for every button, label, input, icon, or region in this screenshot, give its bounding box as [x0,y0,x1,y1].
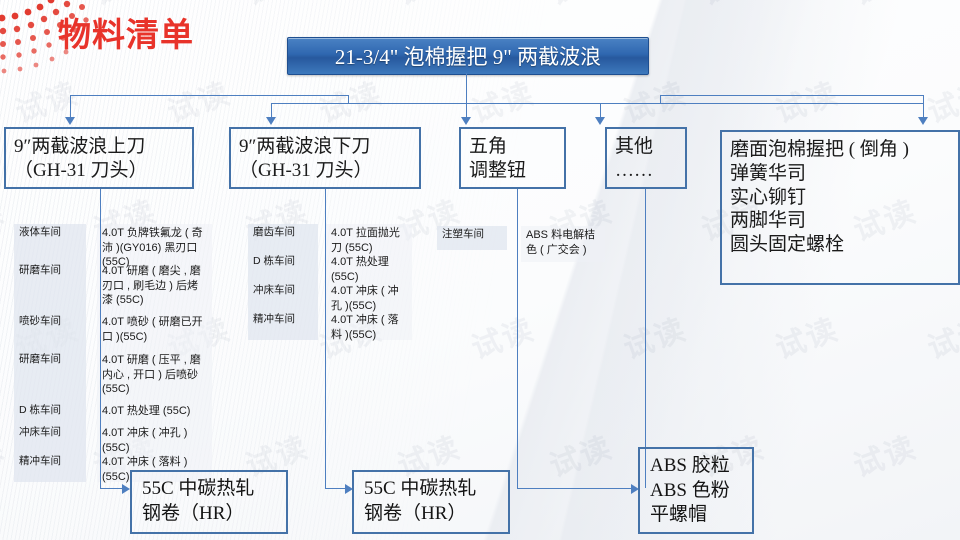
arrow-to-steel-coil-right [345,484,353,494]
connector-drop-1 [70,95,71,119]
table-row: 精冲车间 [248,311,318,340]
connector-upper-blade-elbow [100,488,124,489]
connector-drop-3 [466,103,467,119]
box-others-line-2: …… [615,159,653,181]
box-handle-parts-line-5: 圆头固定螺栓 [730,234,845,255]
arrow-to-pentagon-knob [461,117,471,125]
table-row: 研磨车间 [14,262,86,313]
connector-root-stem [466,73,467,103]
table-row: 冲床车间 [14,424,86,453]
box-pentagon-knob-line-2: 调整钮 [469,159,527,181]
box-others-line-1: 其他 [615,136,654,157]
table-lower-blade-operations: 4.0T 拉面抛光刀 (55C) 4.0T 热处理 (55C) 4.0T 冲床 … [326,224,412,341]
box-lower-blade-line-2: （GH-31 刀头） [239,159,373,181]
table-row: 4.0T 热处理 (55C) [326,253,412,283]
table-row: 注塑车间 [437,226,507,250]
root-product-box[interactable]: 21-3/4" 泡棉握把 9" 两截波浪 [287,37,649,75]
box-lower-blade[interactable]: 9″两截波浪下刀 （GH-31 刀头） [229,127,421,189]
root-product-label: 21-3/4" 泡棉握把 9" 两截波浪 [334,45,602,69]
table-row: 精冲车间 [14,453,86,482]
box-steel-coil-left-line-1: 55C 中碳热轧 [142,478,255,499]
connector-drop-5 [923,95,924,119]
table-knob-workshops: 注塑车间 [437,226,507,250]
page-title: 物料清单 [58,18,194,54]
box-abs-materials-line-3: 平螺帽 [650,504,708,526]
connector-bus-left [70,95,348,96]
table-row: 4.0T 喷砂 ( 研磨已开口 )(55C) [97,313,212,351]
arrow-to-others [595,117,605,125]
connector-bus-main [271,103,923,104]
table-row: ABS 料电解桔色 ( 广交会 ) [521,226,605,262]
connector-lower-blade-elbow [325,488,347,489]
table-row: 4.0T 冲床 ( 落料 )(55C) [326,311,412,341]
arrow-to-abs-materials [631,484,639,494]
table-row: 4.0T 拉面抛光刀 (55C) [326,224,412,254]
table-row: 4.0T 研磨 ( 磨尖 , 磨刃口 , 刷毛边 ) 后烤漆 (55C) [97,262,212,313]
connector-drop-4 [600,103,601,119]
table-row: 冲床车间 [248,282,318,311]
connector-lower-blade-stem [325,189,326,488]
connector-knob-stem [517,189,518,488]
box-upper-blade-line-2: （GH-31 刀头） [14,159,148,181]
table-row: 研磨车间 [14,351,86,402]
box-abs-materials-line-1: ABS 胶粒 [650,455,730,476]
table-row: 液体车间 [14,224,86,262]
box-handle-parts[interactable]: 磨面泡棉握把 ( 倒角 ) 弹簧华司 实心铆钉 两脚华司 圆头固定螺栓 [720,130,960,285]
dotted-arc-decoration [0,0,89,74]
box-upper-blade[interactable]: 9″两截波浪上刀 （GH-31 刀头） [4,127,194,189]
box-steel-coil-left[interactable]: 55C 中碳热轧 钢卷（HR） [130,470,288,534]
box-steel-coil-left-line-2: 钢卷（HR） [142,502,245,524]
box-abs-materials[interactable]: ABS 胶粒 ABS 色粉 平螺帽 [638,447,754,534]
table-lower-blade-workshops: 磨齿车间 D 栋车间 冲床车间 精冲车间 [248,224,318,340]
table-row: D 栋车间 [248,253,318,282]
table-row: 喷砂车间 [14,313,86,351]
connector-upper-blade-stem [100,189,101,488]
table-row: 磨齿车间 [248,224,318,253]
table-row: 4.0T 冲床 ( 冲孔 )(55C) [97,424,212,454]
arrow-to-steel-coil-left [122,484,130,494]
box-pentagon-knob[interactable]: 五角 调整钮 [459,127,566,189]
connector-bus-left-step [348,95,349,103]
connector-others-stem [645,189,646,488]
connector-knob-elbow [517,488,633,489]
table-row: 4.0T 热处理 (55C) [97,402,212,424]
box-abs-materials-line-2: ABS 色粉 [650,479,730,501]
connector-bus-right [660,95,923,96]
box-handle-parts-line-4: 两脚华司 [730,210,807,232]
table-upper-blade-operations: 4.0T 负牌铁氟龙 ( 奇沛 )(GY016) 黑刃口 (55C) 4.0T … [97,224,212,483]
box-upper-blade-line-1: 9″两截波浪上刀 [14,136,146,157]
table-row: 4.0T 冲床 ( 落料 )(55C) [97,453,212,483]
table-knob-operations: ABS 料电解桔色 ( 广交会 ) [521,226,605,262]
connector-bus-right-step [660,95,661,104]
box-handle-parts-line-1: 磨面泡棉握把 ( 倒角 ) [730,139,909,160]
arrow-to-handle-parts [918,117,928,125]
box-lower-blade-line-1: 9″两截波浪下刀 [239,136,371,157]
table-row: 4.0T 负牌铁氟龙 ( 奇沛 )(GY016) 黑刃口 (55C) [97,224,212,268]
box-steel-coil-right[interactable]: 55C 中碳热轧 钢卷（HR） [352,470,510,534]
table-row: 4.0T 研磨 ( 压平 , 磨内心 , 开口 ) 后喷砂 (55C) [97,351,212,402]
connector-drop-2 [271,103,272,119]
table-row: D 栋车间 [14,402,86,424]
box-handle-parts-line-2: 弹簧华司 [730,162,807,184]
arrow-to-upper-blade [65,117,75,125]
table-row: 4.0T 冲床 ( 冲孔 )(55C) [326,282,412,312]
box-others[interactable]: 其他 …… [605,127,687,189]
box-steel-coil-right-line-2: 钢卷（HR） [364,502,467,524]
table-upper-blade-workshops: 液体车间 研磨车间 喷砂车间 研磨车间 D 栋车间 冲床车间 精冲车间 [14,224,86,482]
arrow-to-lower-blade [266,117,276,125]
box-steel-coil-right-line-1: 55C 中碳热轧 [364,478,477,499]
box-handle-parts-line-3: 实心铆钉 [730,186,807,208]
box-pentagon-knob-line-1: 五角 [469,136,508,157]
